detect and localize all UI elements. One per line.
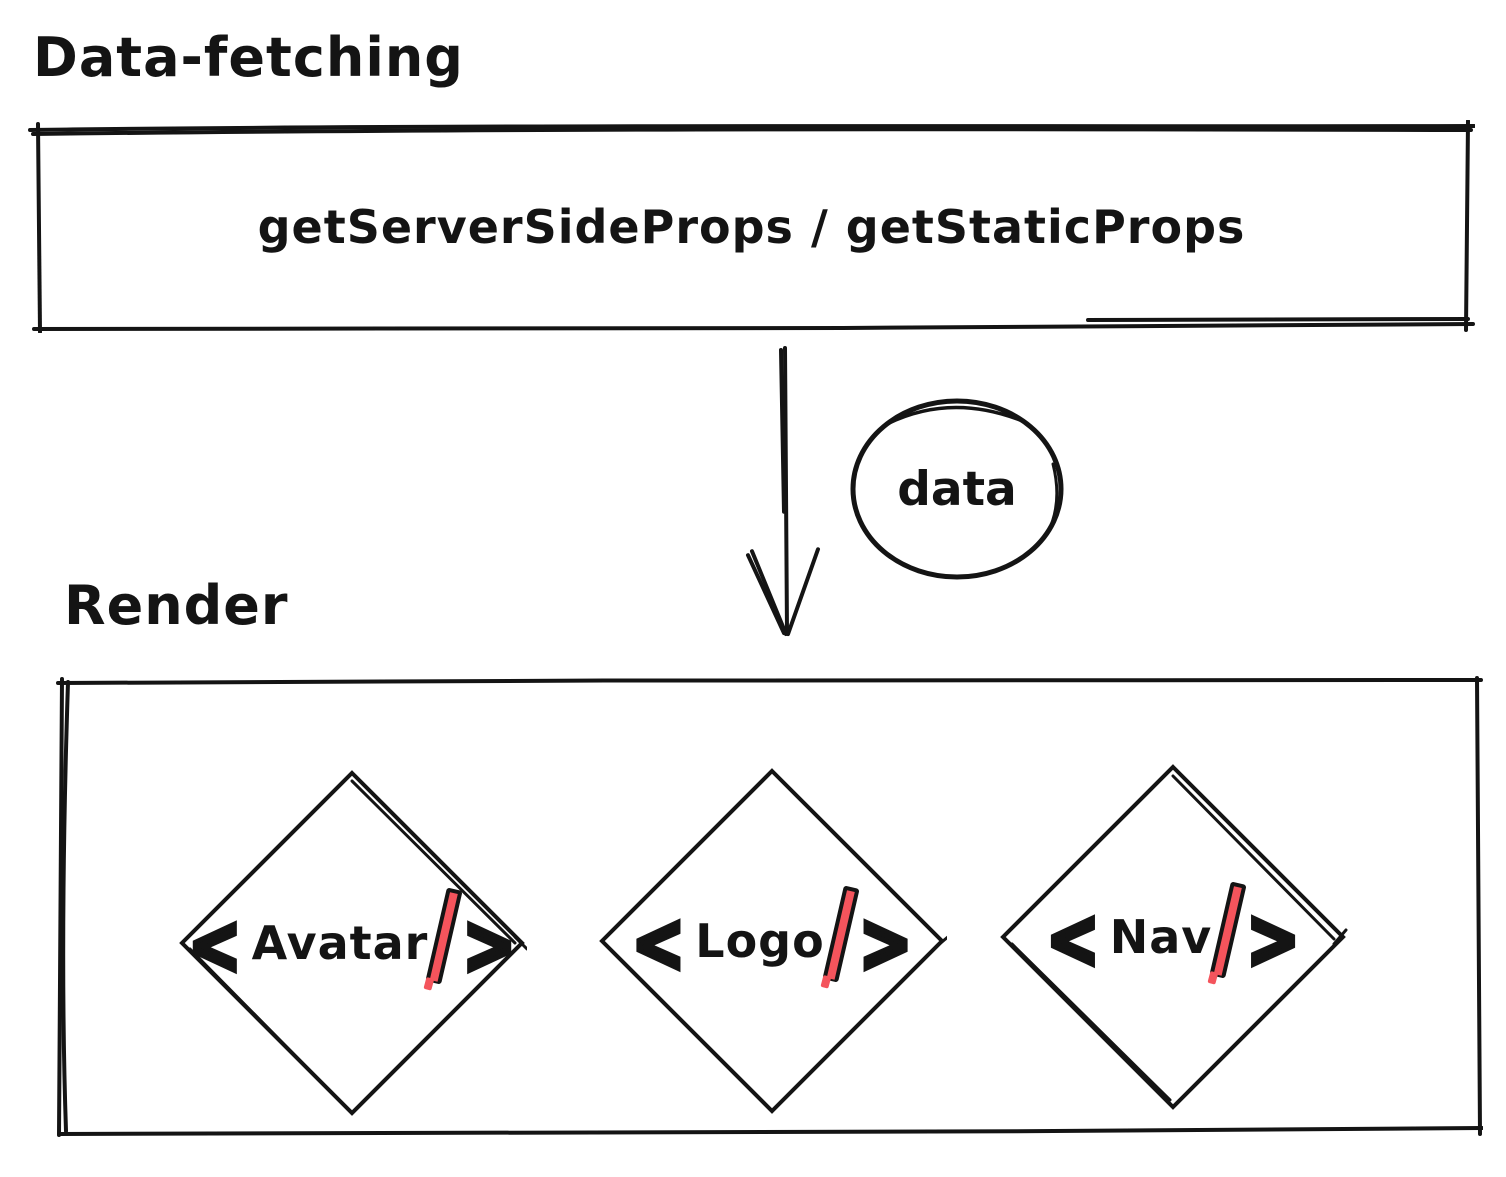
open-angle-bracket-icon: < (186, 898, 244, 994)
sketch-ellipse-border (850, 398, 1064, 580)
close-angle-bracket-icon: > (1244, 892, 1302, 988)
closing-slash-icon (425, 887, 463, 985)
data-fetching-title: Data-fetching (33, 26, 464, 89)
down-arrow-icon (738, 346, 828, 642)
component-tag-nav: < Nav > (998, 762, 1348, 1112)
component-name: Avatar (251, 916, 429, 970)
component-name: Nav (1109, 910, 1213, 964)
close-angle-bracket-icon: > (460, 898, 518, 994)
open-angle-bracket-icon: < (1044, 892, 1102, 988)
data-fetching-box: getServerSideProps / getStaticProps (28, 120, 1475, 333)
closing-slash-icon (1209, 881, 1247, 979)
component-diamond-nav: < Nav > (998, 762, 1348, 1112)
sketch-diamond-border (1000, 764, 1348, 1110)
sketch-diamond-border (179, 770, 527, 1116)
render-box: < Avatar > < Logo > (55, 676, 1483, 1138)
sketch-rectangle-border (28, 120, 1475, 333)
sketch-rectangle-border (56, 676, 1483, 1137)
data-flow-label: data (897, 461, 1017, 517)
component-tag-avatar: < Avatar > (177, 768, 527, 1118)
data-label-ellipse: data (847, 394, 1067, 584)
render-title: Render (64, 574, 289, 637)
component-tag-logo: < Logo > (597, 766, 947, 1116)
sketch-diamond-border (599, 768, 947, 1114)
component-name: Logo (695, 914, 825, 968)
component-diamond-avatar: < Avatar > (177, 768, 527, 1118)
open-angle-bracket-icon: < (630, 896, 688, 992)
component-diamond-logo: < Logo > (597, 766, 947, 1116)
closing-slash-icon (822, 885, 860, 983)
close-angle-bracket-icon: > (857, 896, 915, 992)
data-fetching-box-label: getServerSideProps / getStaticProps (257, 199, 1246, 254)
